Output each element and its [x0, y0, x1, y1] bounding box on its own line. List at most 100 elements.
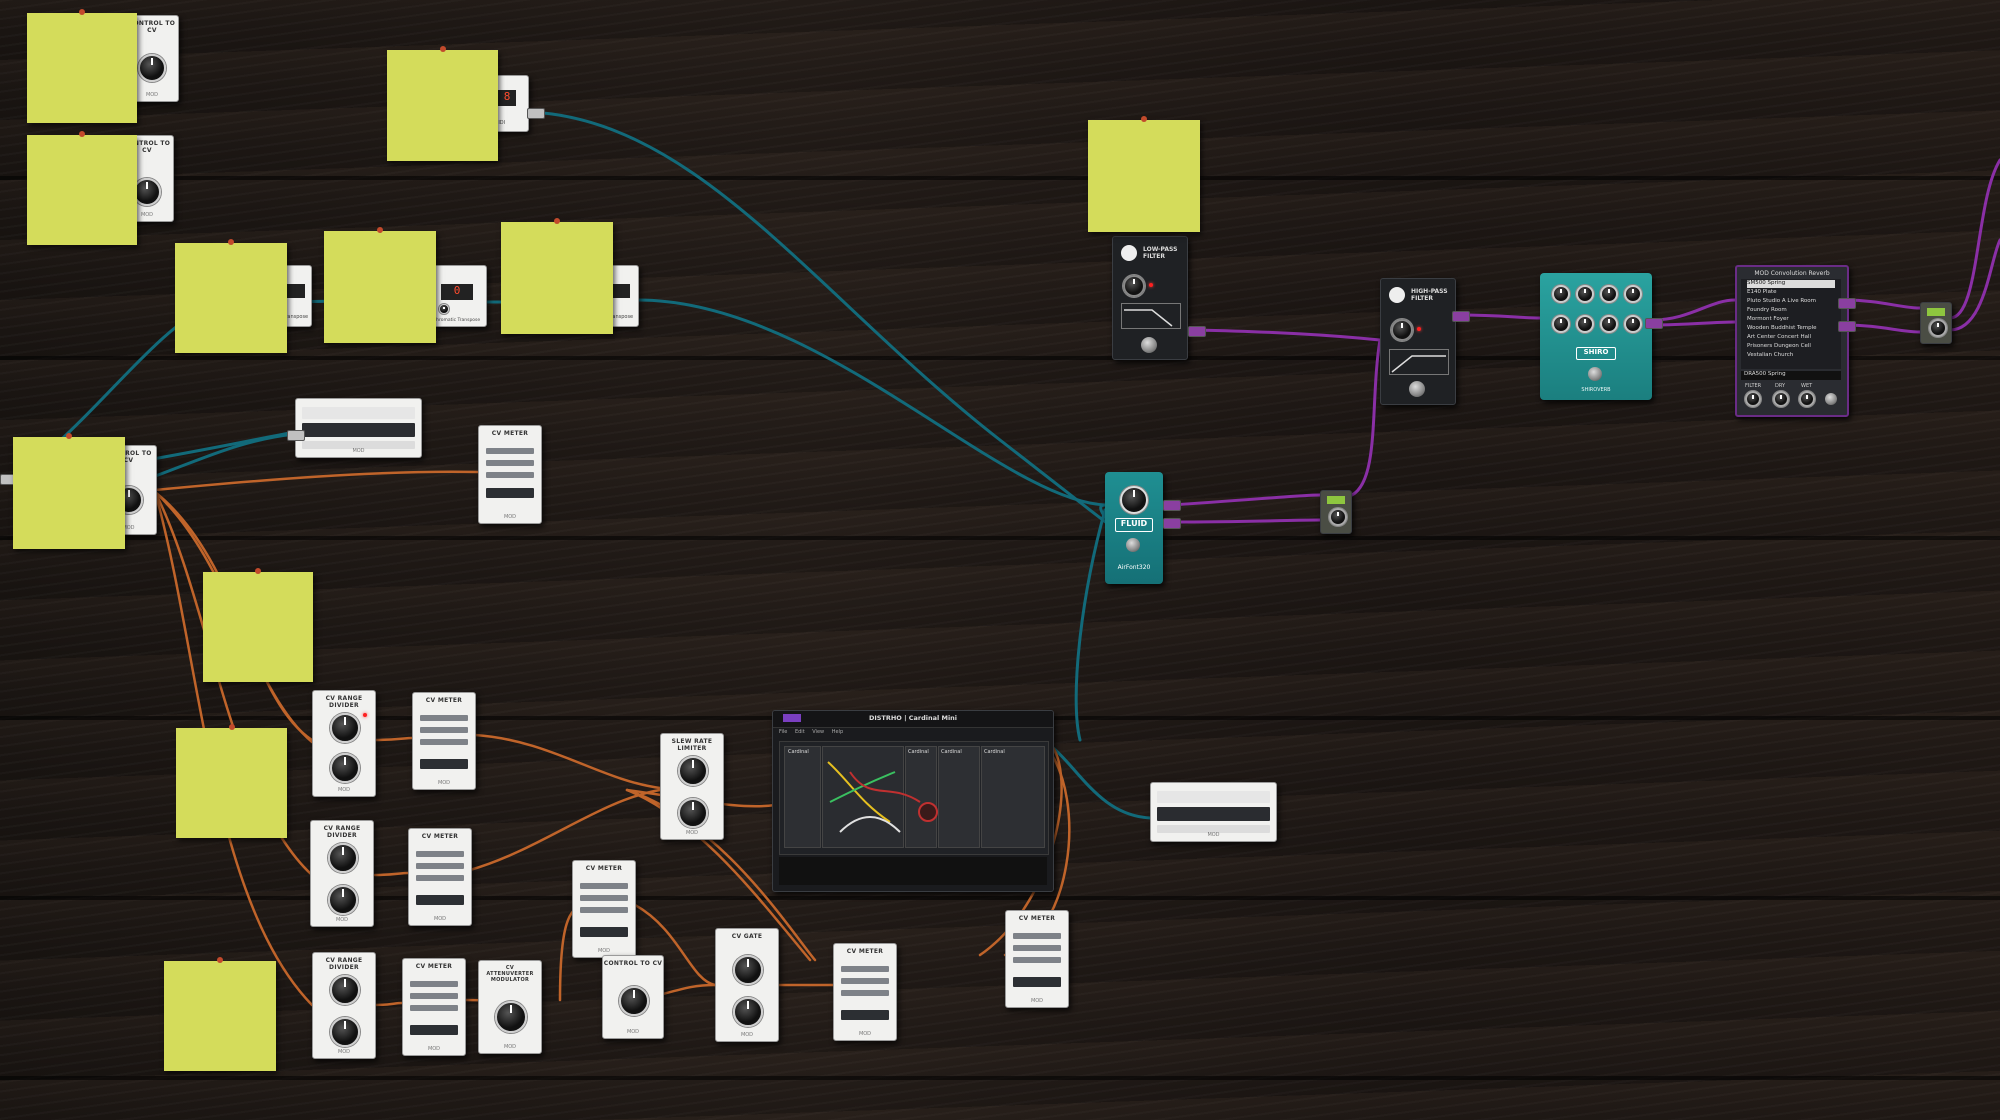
- cv-meter-module[interactable]: CV METER MOD: [572, 860, 636, 958]
- hysteresis-knob[interactable]: [733, 997, 763, 1027]
- filter-knob[interactable]: [1745, 391, 1761, 407]
- shiro-reverb-pedal[interactable]: SHIRO SHIROVERB: [1540, 273, 1652, 400]
- range-knob-bottom[interactable]: [330, 753, 360, 783]
- cable-jack[interactable]: [1838, 298, 1856, 309]
- ir-item[interactable]: Wooden Buddhist Temple: [1747, 325, 1817, 331]
- preset-knob[interactable]: [1120, 486, 1148, 514]
- menu-edit[interactable]: Edit: [794, 729, 805, 735]
- ir-item[interactable]: Art Center Concert Hall: [1747, 334, 1812, 340]
- rack-module[interactable]: Cardinal: [981, 746, 1045, 848]
- sticky-note[interactable]: [176, 724, 287, 838]
- rack-module[interactable]: [822, 746, 904, 848]
- ir-list[interactable]: SM500 Spring E140 Plate Pluto Studio A L…: [1741, 279, 1841, 369]
- ir-item[interactable]: Foundry Room: [1747, 307, 1787, 313]
- range-knob-bottom[interactable]: [330, 1017, 360, 1047]
- convolution-reverb-plugin[interactable]: MOD Convolution Reverb SM500 Spring E140…: [1735, 265, 1849, 417]
- cable-jack[interactable]: [1163, 500, 1181, 511]
- cable-jack[interactable]: [1163, 518, 1181, 529]
- ir-item-selected[interactable]: SM500 Spring: [1747, 280, 1835, 288]
- tone-knob[interactable]: [1552, 315, 1570, 333]
- control-to-cv-module[interactable]: CONTROL TO CV MOD: [125, 15, 179, 102]
- cable-jack[interactable]: [1188, 326, 1206, 337]
- gain-knob[interactable]: [1329, 508, 1347, 526]
- cutoff-knob[interactable]: [1123, 275, 1145, 297]
- cable-jack[interactable]: [527, 108, 545, 119]
- damp-knob[interactable]: [1576, 315, 1594, 333]
- bypass-footswitch[interactable]: [1126, 538, 1140, 552]
- gain-pedal[interactable]: [1920, 302, 1952, 344]
- cv-range-divider-module[interactable]: CV RANGE DIVIDER MOD: [312, 952, 376, 1059]
- fall-knob[interactable]: [678, 798, 708, 828]
- ir-item[interactable]: Vestalian Church: [1747, 352, 1794, 358]
- wet-knob[interactable]: [1799, 391, 1815, 407]
- control-to-cv-module[interactable]: CONTROL TO CV MOD: [602, 955, 664, 1039]
- midi-monitor-module[interactable]: MOD: [1150, 782, 1277, 842]
- width-knob[interactable]: [1624, 315, 1642, 333]
- ir-item[interactable]: Mormont Foyer: [1747, 316, 1789, 322]
- cv-gate-module[interactable]: CV GATE MOD: [715, 928, 779, 1042]
- sticky-note[interactable]: [13, 433, 125, 549]
- sticky-note[interactable]: [203, 568, 313, 682]
- slew-rate-limiter-module[interactable]: SLEW RATE LIMITER MOD: [660, 733, 724, 840]
- fluid-synth-pedal[interactable]: FLUID AirFont320: [1105, 472, 1163, 584]
- cv-meter-module[interactable]: CV METER MOD: [412, 692, 476, 790]
- rack-module[interactable]: Cardinal: [784, 746, 821, 848]
- sticky-note[interactable]: [324, 227, 436, 343]
- ir-item[interactable]: Pluto Studio A Live Room: [1747, 298, 1817, 304]
- sticky-note[interactable]: [501, 218, 613, 334]
- ir-item[interactable]: Prisoners Dungeon Cell: [1747, 343, 1811, 349]
- sticky-note[interactable]: [164, 957, 276, 1071]
- menu-help[interactable]: Help: [831, 729, 844, 735]
- threshold-knob[interactable]: [733, 955, 763, 985]
- range-knob-top[interactable]: [330, 975, 360, 1005]
- cardinal-mini-plugin[interactable]: DISTRHO | Cardinal Mini File Edit View H…: [772, 710, 1054, 892]
- cutoff-knob[interactable]: [1391, 319, 1413, 341]
- sticky-note[interactable]: [27, 131, 137, 245]
- cv-meter-module[interactable]: CV METER MOD: [408, 828, 472, 926]
- range-knob-top[interactable]: [330, 713, 360, 743]
- cv-meter-module[interactable]: CV METER MOD: [1005, 910, 1069, 1008]
- sticky-note[interactable]: [175, 239, 287, 353]
- cv-attenuverter-module[interactable]: CV ATTENUVERTER MODULATOR MOD: [478, 960, 542, 1054]
- value-knob[interactable]: [133, 178, 161, 206]
- cv-meter-module[interactable]: CV METER MOD: [402, 958, 466, 1056]
- bypass-footswitch[interactable]: [1825, 393, 1837, 405]
- chromatic-transpose-module[interactable]: 0 Chromatic Transpose: [430, 265, 487, 327]
- bypass-footswitch[interactable]: [1409, 381, 1425, 397]
- cv-meter-module[interactable]: CV METER MOD: [478, 425, 542, 524]
- cable-jack[interactable]: [1452, 311, 1470, 322]
- cable-jack[interactable]: [287, 430, 305, 441]
- sticky-note[interactable]: [27, 9, 137, 123]
- transpose-knob[interactable]: [439, 304, 449, 314]
- bypass-footswitch[interactable]: [1141, 337, 1157, 353]
- value-knob[interactable]: [138, 54, 166, 82]
- value-knob[interactable]: [619, 986, 649, 1016]
- cable-jack[interactable]: [1838, 321, 1856, 332]
- dry-knob[interactable]: [1773, 391, 1789, 407]
- cv-meter-module[interactable]: CV METER MOD: [833, 943, 897, 1041]
- cv-range-divider-module[interactable]: CV RANGE DIVIDER MOD: [312, 690, 376, 797]
- rise-knob[interactable]: [678, 756, 708, 786]
- range-knob-top[interactable]: [328, 843, 358, 873]
- sticky-note[interactable]: [1088, 116, 1200, 232]
- ir-item[interactable]: E140 Plate: [1747, 289, 1777, 295]
- menu-view[interactable]: View: [812, 729, 825, 735]
- rack-module[interactable]: Cardinal: [938, 746, 980, 848]
- low-pass-filter-pedal[interactable]: LOW-PASS FILTER: [1112, 236, 1188, 360]
- gain-pedal[interactable]: [1320, 490, 1352, 534]
- bypass-footswitch[interactable]: [1588, 367, 1602, 381]
- mod-knob[interactable]: [1600, 315, 1618, 333]
- high-pass-filter-pedal[interactable]: HIGH-PASS FILTER: [1380, 278, 1456, 405]
- gain-knob[interactable]: [1929, 319, 1947, 337]
- cardinal-rack[interactable]: Cardinal Cardinal Cardinal Cardinal: [779, 741, 1049, 855]
- mix-knob[interactable]: [1600, 285, 1618, 303]
- midi-monitor-module[interactable]: MOD: [295, 398, 422, 458]
- menu-file[interactable]: File: [779, 729, 788, 735]
- cable-jack[interactable]: [1645, 318, 1663, 329]
- predelay-knob[interactable]: [1576, 285, 1594, 303]
- size-knob[interactable]: [1624, 285, 1642, 303]
- cv-range-divider-module[interactable]: CV RANGE DIVIDER MOD: [310, 820, 374, 927]
- sticky-note[interactable]: [387, 46, 498, 161]
- attenuate-knob[interactable]: [495, 1001, 527, 1033]
